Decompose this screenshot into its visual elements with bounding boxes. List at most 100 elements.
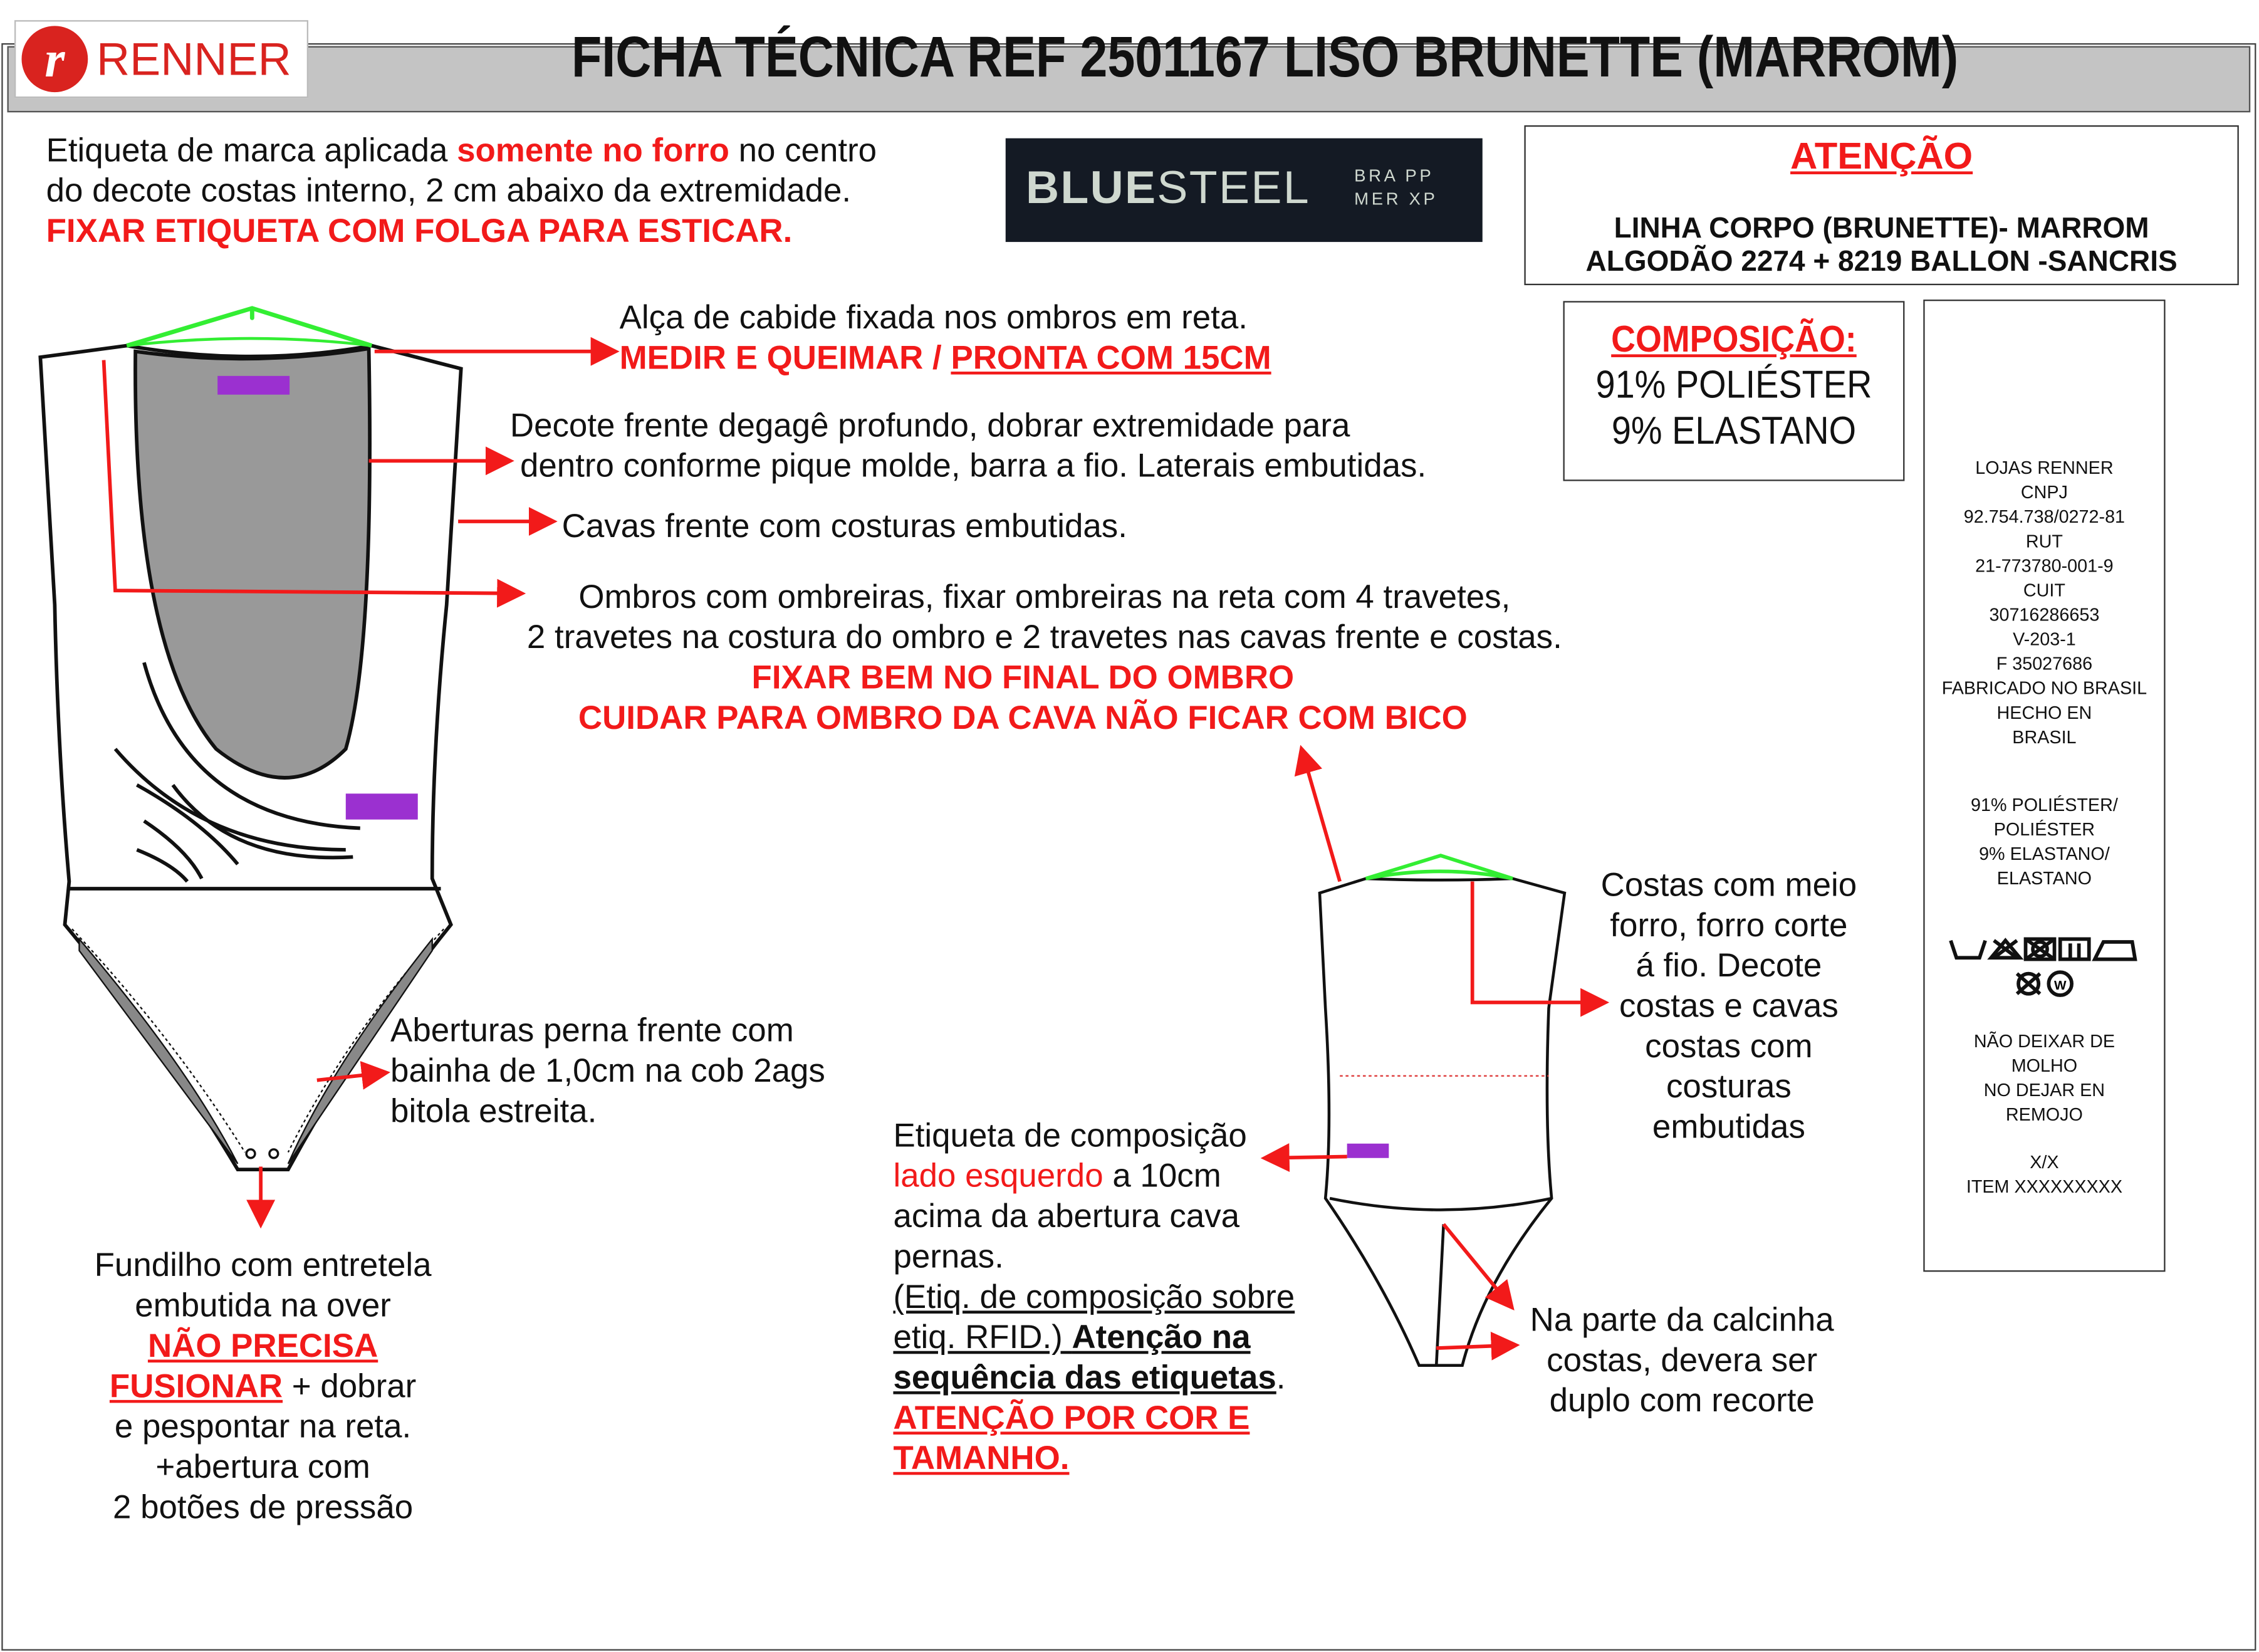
- text: lado esquerdo: [893, 1156, 1103, 1195]
- text: Aberturas perna frente com: [390, 1011, 794, 1049]
- text: FIXAR ETIQUETA COM FOLGA PARA ESTICAR.: [46, 211, 793, 249]
- text: NÃO PRECISA: [147, 1326, 378, 1364]
- text: 91% POLIÉSTER/: [1971, 795, 2118, 815]
- text: (Etiq. de composição sobre: [893, 1277, 1295, 1315]
- text: NÃO DEIXAR DE: [1973, 1031, 2116, 1052]
- composition-label-note: Etiqueta de composição lado esquerdo a 1…: [893, 1115, 1295, 1478]
- brief-back-note: Na parte da calcinha costas, devera ser …: [1506, 1299, 1859, 1420]
- text: ELASTANO: [1996, 868, 2092, 889]
- text: PRONTA COM 15CM: [951, 338, 1271, 376]
- text: no centro: [729, 131, 877, 169]
- text: 92.754.738/0272-81: [1963, 506, 2126, 528]
- text: bainha de 1,0cm na cob 2ags: [390, 1051, 825, 1089]
- text: sequência das etiquetas: [893, 1358, 1276, 1396]
- text: Decote frente degagê profundo, dobrar ex…: [509, 406, 1350, 444]
- text: LOJAS RENNER: [1975, 457, 2114, 479]
- text: CUIDAR PARA OMBRO DA CAVA NÃO FICAR COM …: [578, 698, 1468, 736]
- page-title: FICHA TÉCNICA REF 2501167 LISO BRUNETTE …: [571, 26, 1959, 90]
- page-frame: [1, 43, 2256, 1651]
- text: RUT: [2025, 531, 2063, 552]
- text: etiq. RFID.): [893, 1317, 1072, 1356]
- back-composition-label-marker: [1347, 1143, 1389, 1158]
- text: bitola estreita.: [390, 1092, 597, 1129]
- attention-box: ATENÇÃO LINHA CORPO (BRUNETTE)- MARROM A…: [1524, 125, 2239, 286]
- logo-mark: r: [21, 26, 88, 93]
- text: MER XP: [1354, 189, 1438, 209]
- back-bodysuit-drawing: [1318, 877, 1567, 1367]
- callout-arrows: [102, 337, 1610, 1361]
- text: F 35027686: [1996, 654, 2093, 674]
- text: TAMANHO.: [893, 1438, 1070, 1477]
- leg-opening-note: Aberturas perna frente com bainha de 1,0…: [390, 1010, 825, 1131]
- text: 91% POLIÉSTER: [1595, 363, 1872, 407]
- armhole-note: Cavas frente com costuras embutidas.: [561, 506, 1127, 545]
- text: FUSIONAR: [109, 1366, 283, 1404]
- care-symbols-icon: W: [1948, 935, 2141, 998]
- composition-label-marker: [345, 793, 418, 820]
- label-note: Etiqueta de marca aplicada somente no fo…: [46, 130, 877, 251]
- composition-title: COMPOSIÇÃO:: [1611, 316, 1857, 360]
- text: e pespontar na reta.: [114, 1407, 412, 1445]
- text: FABRICADO NO BRASIL: [1941, 678, 2147, 699]
- header-bar: [7, 46, 2251, 113]
- text: FIXAR BEM NO FINAL DO OMBRO: [751, 658, 1295, 696]
- text: 2 botões de pressão: [112, 1488, 414, 1525]
- text: STEEL: [1157, 161, 1310, 214]
- text: costas com: [1645, 1027, 1813, 1065]
- shoulder-note: Ombros com ombreiras, fixar ombreiras na…: [432, 576, 1657, 737]
- text: BRA PP: [1354, 165, 1434, 186]
- logo-wordmark: RENNER: [97, 32, 291, 85]
- brand-label-photo: BLUESTEEL BRA PP MER XP: [1005, 138, 1483, 243]
- text: MEDIR E QUEIMAR /: [619, 338, 951, 376]
- text: ATENÇÃO POR COR E: [893, 1398, 1250, 1436]
- text: X/X: [2030, 1152, 2059, 1173]
- text: V-203-1: [2013, 629, 2076, 650]
- text: ALGODÃO 2274 + 8219 BALLON -SANCRIS: [1585, 246, 2178, 278]
- composition-box: COMPOSIÇÃO: 91% POLIÉSTER 9% ELASTANO: [1563, 301, 1905, 481]
- text: Atenção na: [1072, 1317, 1251, 1356]
- text: + dobrar: [283, 1366, 417, 1404]
- text: +abertura com: [155, 1447, 370, 1485]
- text: 30716286653: [1989, 605, 2100, 625]
- text: costas, devera ser: [1547, 1341, 1818, 1379]
- text: ITEM XXXXXXXXX: [1966, 1176, 2123, 1197]
- text: á fio. Decote: [1636, 946, 1822, 984]
- text: Etiqueta de marca aplicada: [46, 131, 457, 169]
- text: forro, forro corte: [1610, 906, 1848, 944]
- text: acima da abertura cava: [893, 1196, 1240, 1235]
- text: CUIT: [2023, 580, 2065, 601]
- text: 21-773780-001-9: [1975, 556, 2114, 577]
- text: duplo com recorte: [1549, 1381, 1815, 1419]
- text: costas e cavas: [1619, 986, 1839, 1025]
- text: Na parte da calcinha: [1530, 1300, 1834, 1339]
- care-block-2: 91% POLIÉSTER/POLIÉSTER 9% ELASTANO/ELAST…: [1925, 793, 2164, 891]
- text: REMOJO: [2005, 1104, 2083, 1125]
- text: Fundilho com entretela: [94, 1245, 432, 1283]
- text: costuras: [1666, 1067, 1792, 1105]
- attention-title: ATENÇÃO: [1790, 133, 1973, 177]
- brand-label-sizes: BRA PP MER XP: [1354, 164, 1437, 211]
- brand-label-name: BLUESTEEL: [1026, 161, 1310, 214]
- text: Ombros com ombreiras, fixar ombreiras na…: [578, 577, 1511, 615]
- hanger-note: Alça de cabide fixada nos ombros em reta…: [620, 296, 1271, 377]
- renner-logo: r RENNER: [14, 20, 309, 98]
- text: 9% ELASTANO: [1611, 409, 1857, 452]
- text: embutidas: [1652, 1107, 1805, 1146]
- text: Costas com meio: [1600, 865, 1857, 903]
- hanger-loop-front: [126, 306, 373, 348]
- text: Alça de cabide fixada nos ombros em reta…: [619, 298, 1248, 336]
- gusset-note: Fundilho com entretela embutida na over …: [43, 1245, 483, 1527]
- text: Etiqueta de composição: [893, 1116, 1247, 1154]
- text: BRASIL: [2012, 727, 2077, 748]
- text: POLIÉSTER: [1993, 819, 2095, 840]
- text: HECHO EN: [1996, 703, 2092, 723]
- text: LINHA CORPO (BRUNETTE)- MARROM: [1614, 213, 2149, 245]
- text: dentro conforme pique molde, barra a fio…: [519, 446, 1427, 484]
- text: 9% ELASTANO/: [1979, 844, 2110, 864]
